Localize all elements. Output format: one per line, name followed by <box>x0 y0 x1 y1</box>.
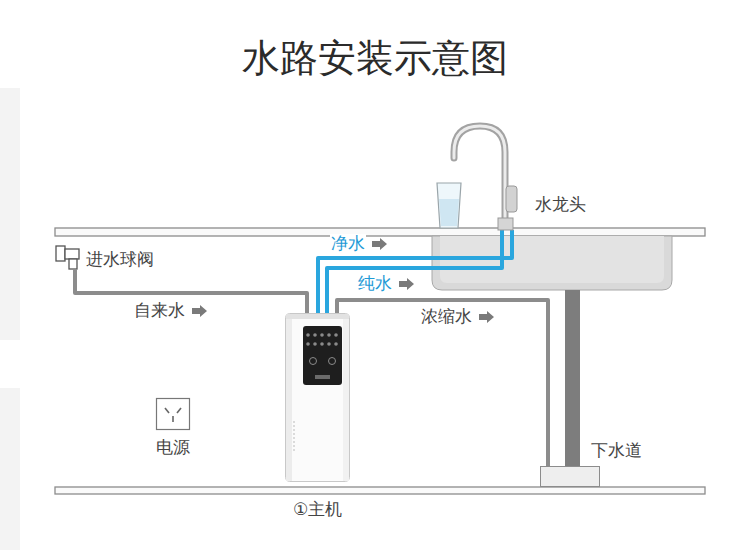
pipe-label: 自来水 <box>133 301 186 321</box>
diagram-title: 水路安装示意图 <box>0 34 750 82</box>
node-label: 下水道 <box>591 441 642 461</box>
host-body <box>286 314 350 482</box>
host-side <box>286 314 292 481</box>
panel-indicator <box>320 333 324 337</box>
socket-slot <box>177 408 181 413</box>
ball-valve: 进水球阀 <box>55 245 81 277</box>
node-label: ①主机 <box>293 500 342 520</box>
faucet: 水龙头 <box>450 122 522 230</box>
valve-stub <box>73 269 77 277</box>
panel-indicator <box>327 342 331 346</box>
panel-button <box>310 358 317 365</box>
pipe-label: 净水 <box>330 234 366 254</box>
side-panel <box>0 388 20 550</box>
panel-indicator <box>306 342 310 346</box>
side-panel <box>0 88 20 340</box>
faucet-neck <box>454 126 505 222</box>
node-label: 电源 <box>156 438 190 458</box>
glass-water <box>439 199 459 226</box>
water-pipe <box>75 277 307 313</box>
flow-arrow <box>372 238 387 250</box>
host-cap <box>286 314 349 319</box>
ball-valve-shape <box>55 245 81 277</box>
panel-indicator <box>313 342 317 346</box>
socket-slot <box>165 408 169 413</box>
sink-basin <box>432 236 672 290</box>
faucet-handle <box>506 186 517 212</box>
flow-arrow <box>479 311 494 323</box>
socket-plate <box>157 399 190 430</box>
floor <box>55 487 705 494</box>
valve-body <box>65 249 79 259</box>
flow-arrow <box>399 278 414 290</box>
pipe-label: 浓缩水 <box>420 307 473 327</box>
panel-indicator <box>306 333 310 337</box>
panel-indicator <box>327 333 331 337</box>
socket-slot <box>172 416 174 422</box>
node-label: 进水球阀 <box>86 250 154 270</box>
valve-handle <box>56 246 65 261</box>
panel-indicator <box>334 333 338 337</box>
faucet-base <box>498 218 513 230</box>
power-socket-shape <box>156 398 190 430</box>
flow-arrow <box>192 305 207 317</box>
panel-indicator <box>313 333 317 337</box>
countertop <box>55 228 705 236</box>
host-side <box>343 314 349 481</box>
panel-logo <box>315 375 330 379</box>
host-panel <box>303 326 342 385</box>
host-seam <box>294 421 295 453</box>
host-unit: ①主机 <box>285 313 350 482</box>
panel-button <box>329 358 336 365</box>
node-label: 水龙头 <box>535 195 586 215</box>
water-glass <box>437 183 461 228</box>
panel-indicator <box>320 342 324 346</box>
valve-outlet <box>69 259 77 269</box>
host-unit-shape <box>285 313 350 482</box>
drain-base: 下水道 <box>540 466 600 487</box>
pipe-label: 纯水 <box>357 274 393 294</box>
faucet-shine <box>454 126 505 222</box>
drain-pipe <box>565 290 580 466</box>
faucet-shape <box>450 122 522 230</box>
power-socket: 电源 <box>156 398 190 430</box>
water-pipe <box>337 300 548 466</box>
panel-indicator <box>334 342 338 346</box>
